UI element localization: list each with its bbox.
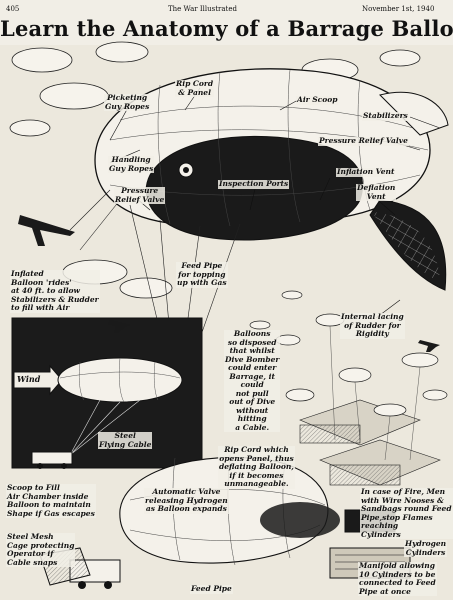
label-steel-mesh-cage: Steel Mesh Cage protecting Operator if C… <box>6 532 76 567</box>
label-picketing-guy-ropes: Picketing Guy Ropes <box>104 93 151 111</box>
label-in-case-of-fire: In case of Fire, Men with Wire Nooses & … <box>360 487 453 539</box>
label-pressure-relief-valve-left: Pressure Relief Valve <box>114 186 166 204</box>
label-hydrogen-cylinders: Hydrogen Cylinders <box>404 539 448 557</box>
label-automatic-valve: Automatic Valve releasing Hydrogen as Ba… <box>144 487 229 514</box>
page-header: 405 The War Illustrated November 1st, 19… <box>0 5 453 17</box>
label-deflation-vent: Deflation Vent <box>356 183 397 201</box>
label-balloons-disposed: Balloons so disposed that whilst Dive Bo… <box>224 329 281 432</box>
label-air-scoop: Air Scoop <box>296 95 339 105</box>
label-stabilizers: Stabilizers <box>362 111 409 121</box>
label-feed-pipe-topping: Feed Pipe for topping up with Gas <box>176 261 228 288</box>
label-rip-cord-panel: Rip Cord & Panel <box>175 79 215 97</box>
label-inflation-vent: Inflation Vent <box>336 167 396 177</box>
label-scoop-fill: Scoop to Fill Air Chamber inside Balloon… <box>6 483 96 518</box>
label-handling-guy-ropes: Handling Guy Ropes <box>108 155 155 173</box>
label-pressure-relief-valve-right: Pressure Relief Valve <box>318 136 409 146</box>
aircraft <box>18 215 440 352</box>
wind-arrow <box>13 364 63 396</box>
label-rip-cord-deflating: Rip Cord which opens Panel, thus deflati… <box>218 445 295 489</box>
issue-date: November 1st, 1940 <box>362 5 435 13</box>
page-title: Learn the Anatomy of a Barrage Balloon! <box>0 16 453 41</box>
label-inspection-ports: Inspection Ports <box>218 179 290 189</box>
label-feed-pipe: Feed Pipe <box>190 584 233 594</box>
label-steel-flying-cable: Steel Flying Cable <box>98 431 153 449</box>
label-manifold: Manifold allowing 10 Cylinders to be con… <box>358 561 437 596</box>
page-number: 405 <box>6 5 20 13</box>
label-wind: Wind <box>17 374 41 384</box>
main-barrage-balloon <box>94 68 449 291</box>
label-internal-lacing: Internal lacing of Rudder for Rigidity <box>340 312 405 339</box>
publication-name: The War Illustrated <box>168 5 237 13</box>
label-inflated-balloon: Inflated Balloon 'rides' at 40 ft. to al… <box>10 269 100 313</box>
